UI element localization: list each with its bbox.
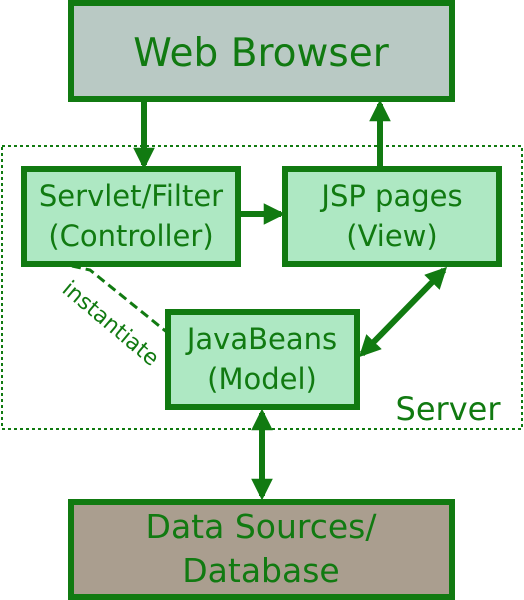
node-controller: Servlet/Filter (Controller) [21,166,241,267]
node-model: JavaBeans (Model) [165,309,360,410]
view-label-line2: (View) [346,219,437,253]
node-web-browser: Web Browser [68,0,455,102]
view-label-line1: JSP pages [319,179,462,213]
node-view: JSP pages (View) [282,166,502,267]
model-label-line2: (Model) [207,362,317,396]
model-label-line1: JavaBeans [185,322,337,356]
web-browser-label: Web Browser [133,31,389,76]
server-label: Server [396,390,502,428]
node-database: Data Sources/ Database [68,499,455,600]
database-label-line1: Data Sources/ [146,507,378,546]
edge-view-model-bidirectional [358,266,448,358]
database-label-line2: Database [182,551,339,590]
instantiate-label: instantiate [57,277,163,372]
controller-label-line1: Servlet/Filter [39,179,223,213]
controller-label-line2: (Controller) [48,219,213,253]
